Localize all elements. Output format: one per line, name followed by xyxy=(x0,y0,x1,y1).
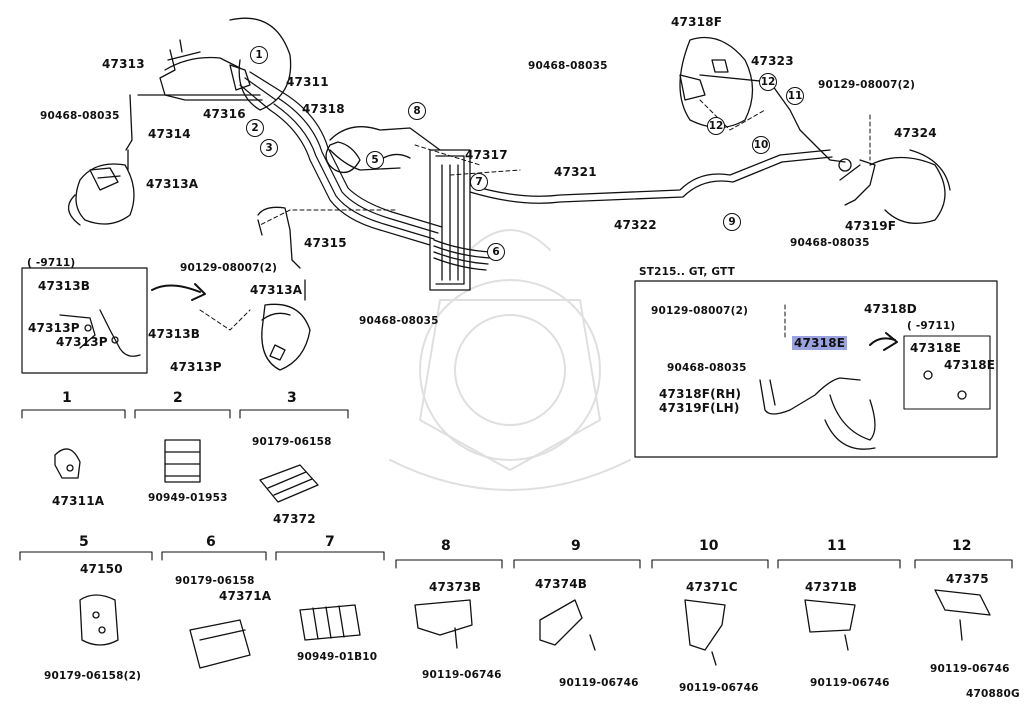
callout-5: 5 xyxy=(366,151,384,169)
detail-part-90119-06746: 90119-06746 xyxy=(679,682,759,694)
detail-index-8: 8 xyxy=(441,538,451,554)
callout-12: 12 xyxy=(759,73,777,91)
date-note-right: ( -9711) xyxy=(907,320,956,332)
callout-1: 1 xyxy=(250,46,268,64)
inset-label-47318e-highlighted[interactable]: 47318E xyxy=(792,336,848,350)
part-label-47323: 47323 xyxy=(751,54,794,68)
detail-part-47371a: 47371A xyxy=(219,589,272,603)
callout-10: 10 xyxy=(752,136,770,154)
part-label-47313: 47313 xyxy=(102,57,145,71)
callout-9: 9 xyxy=(723,213,741,231)
part-label-47319f: 47319F xyxy=(845,219,897,233)
detail-part-90949-01b10: 90949-01B10 xyxy=(297,651,378,663)
detail-part-47373b: 47373B xyxy=(429,580,482,594)
inset-label-47313p: 47313P xyxy=(28,321,80,335)
detail-part-47371b: 47371B xyxy=(805,580,858,594)
callout-3: 3 xyxy=(260,139,278,157)
part-label-47315: 47315 xyxy=(304,236,347,250)
detail-index-11: 11 xyxy=(827,538,847,554)
detail-index-2: 2 xyxy=(173,390,183,406)
inset-label-47318f-rh: 47318F(RH) xyxy=(659,387,742,401)
detail-part-47372: 47372 xyxy=(273,512,316,526)
part-label-47313a: 47313A xyxy=(146,177,199,191)
part-label-47313a-mid: 47313A xyxy=(250,283,303,297)
callout-7: 7 xyxy=(470,173,488,191)
part-label-47314: 47314 xyxy=(148,127,191,141)
detail-index-6: 6 xyxy=(206,534,216,550)
detail-part-90119-06746: 90119-06746 xyxy=(559,677,639,689)
part-label-90129-08007: 90129-08007(2) xyxy=(180,262,278,274)
part-label-47313p: 47313P xyxy=(170,360,222,374)
inset-label-47319f-lh: 47319F(LH) xyxy=(659,401,740,415)
watermark-emblem xyxy=(389,229,631,491)
detail-part-90119-06746: 90119-06746 xyxy=(422,669,502,681)
detail-part-90949-01953: 90949-01953 xyxy=(148,492,228,504)
detail-part-90119-06746: 90119-06746 xyxy=(810,677,890,689)
part-label-90468-08035-right: 90468-08035 xyxy=(790,237,870,249)
inset-label-47318e: 47318E xyxy=(910,341,962,355)
detail-part-90179-06158: 90179-06158 xyxy=(175,575,255,587)
part-label-47324: 47324 xyxy=(894,126,937,140)
callout-2: 2 xyxy=(246,119,264,137)
detail-part-47374b: 47374B xyxy=(535,577,588,591)
detail-index-9: 9 xyxy=(571,538,581,554)
part-label-90468-08035: 90468-08035 xyxy=(40,110,120,122)
callout-11: 11 xyxy=(786,87,804,105)
inset-label-47318e: 47318E xyxy=(944,358,996,372)
detail-part-90179-06158: 90179-06158 xyxy=(252,436,332,448)
detail-index-5: 5 xyxy=(79,534,89,550)
image-code: 470880G xyxy=(966,688,1020,700)
inset-label-47313b: 47313B xyxy=(38,279,91,293)
detail-part-47375: 47375 xyxy=(946,572,989,586)
part-label-47321: 47321 xyxy=(554,165,597,179)
inset-label-47313p: 47313P xyxy=(56,335,108,349)
callout-6: 6 xyxy=(487,243,505,261)
detail-part-47371c: 47371C xyxy=(686,580,738,594)
date-note-left: ( -9711) xyxy=(27,257,76,269)
detail-part-47311a: 47311A xyxy=(52,494,105,508)
detail-part-47150: 47150 xyxy=(80,562,123,576)
part-label-47318f: 47318F xyxy=(671,15,723,29)
part-label-47318: 47318 xyxy=(302,102,345,116)
inset-label-47318d: 47318D xyxy=(864,302,917,316)
variant-heading: ST215.. GT, GTT xyxy=(639,266,736,278)
part-label-47317: 47317 xyxy=(465,148,508,162)
detail-index-1: 1 xyxy=(62,390,72,406)
part-label-47311: 47311 xyxy=(286,75,329,89)
part-label-47313b: 47313B xyxy=(148,327,201,341)
detail-index-12: 12 xyxy=(952,538,972,554)
detail-part-90179-06158-2: 90179-06158(2) xyxy=(44,670,142,682)
inset-label-90129-08007: 90129-08007(2) xyxy=(651,305,749,317)
part-label-90468-08035-mid: 90468-08035 xyxy=(359,315,439,327)
part-label-47316: 47316 xyxy=(203,107,246,121)
detail-index-10: 10 xyxy=(699,538,719,554)
part-label-47322: 47322 xyxy=(614,218,657,232)
inset-label-90468-08035: 90468-08035 xyxy=(667,362,747,374)
detail-index-7: 7 xyxy=(325,534,335,550)
part-label-90129-08007-right: 90129-08007(2) xyxy=(818,79,916,91)
detail-part-90119-06746: 90119-06746 xyxy=(930,663,1010,675)
part-label-90468-08035-top: 90468-08035 xyxy=(528,60,608,72)
callout-8: 8 xyxy=(408,102,426,120)
callout-12: 12 xyxy=(707,117,725,135)
detail-index-3: 3 xyxy=(287,390,297,406)
